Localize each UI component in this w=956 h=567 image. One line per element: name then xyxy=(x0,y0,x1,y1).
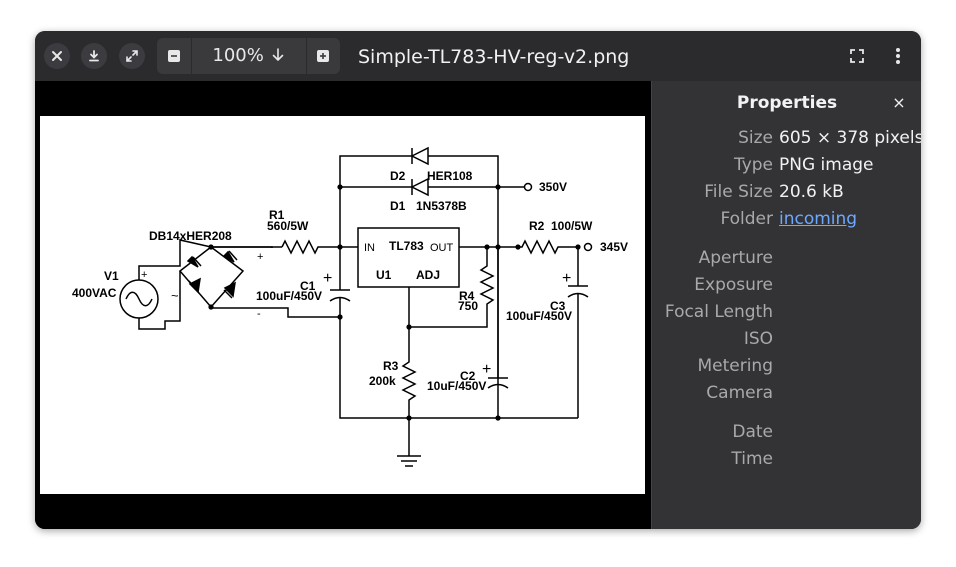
u1-part: TL783 xyxy=(389,239,424,253)
zoom-in-button[interactable] xyxy=(310,43,336,69)
folder-link[interactable]: incoming xyxy=(779,209,858,229)
r3-value: 200k xyxy=(369,374,396,388)
download-button[interactable] xyxy=(81,43,107,69)
properties-panel: Properties × Size 605 × 378 pixels Type … xyxy=(651,81,921,529)
prop-row-time: Time xyxy=(652,449,921,473)
v1-value: 400VAC xyxy=(72,286,117,300)
zoom-level-value: 100% xyxy=(212,45,264,66)
zoom-out-icon xyxy=(168,50,180,62)
zoom-divider xyxy=(306,38,307,74)
image-canvas[interactable]: DB14xHER208 V1 400VAC R1 560/5W C1 100uF… xyxy=(35,81,651,529)
c1-value: 100uF/450V xyxy=(256,289,322,303)
c3-plus: + xyxy=(562,270,571,287)
fullscreen-button[interactable] xyxy=(844,43,870,69)
prop-label-folder: Folder xyxy=(720,209,773,229)
bridge-plus: + xyxy=(257,251,263,263)
prop-label-iso: ISO xyxy=(743,329,773,349)
prop-row-iso: ISO xyxy=(652,329,921,353)
c2-label: C2 xyxy=(460,369,476,383)
file-name-title: Simple-TL783-HV-reg-v2.png xyxy=(358,46,630,68)
d2-value: HER108 xyxy=(427,169,473,183)
d2-label: D2 xyxy=(390,169,406,183)
prop-value-file-size: 20.6 kB xyxy=(779,182,844,202)
zoom-level[interactable]: 100% xyxy=(193,38,303,74)
c3-value: 100uF/450V xyxy=(506,309,572,323)
prop-label-file-size: File Size xyxy=(704,182,773,202)
v1-plus: + xyxy=(141,269,147,281)
r4-value: 750 xyxy=(458,299,478,313)
prop-label-size: Size xyxy=(738,128,773,148)
c2-value: 10uF/450V xyxy=(427,379,486,393)
prop-row-type: Type PNG image xyxy=(652,155,921,179)
prop-label-metering: Metering xyxy=(697,356,773,376)
prop-row-file-size: File Size 20.6 kB xyxy=(652,182,921,206)
properties-title: Properties xyxy=(736,93,838,113)
prop-row-camera: Camera xyxy=(652,383,921,407)
c1-label: C1 xyxy=(300,279,316,293)
c1-plus: + xyxy=(323,270,332,287)
u1-in: IN xyxy=(364,242,375,254)
u1-label: U1 xyxy=(376,268,392,282)
more-vert-icon xyxy=(896,48,900,64)
prop-row-aperture: Aperture xyxy=(652,248,921,272)
r2-label: R2 xyxy=(529,219,545,233)
bridge-minus: - xyxy=(257,308,261,320)
prop-row-metering: Metering xyxy=(652,356,921,380)
prop-value-type: PNG image xyxy=(779,155,874,175)
circuit-schematic: DB14xHER208 V1 400VAC R1 560/5W C1 100uF… xyxy=(72,146,628,467)
prop-label-aperture: Aperture xyxy=(698,248,773,268)
u1-out: OUT xyxy=(430,242,454,254)
zoom-in-icon xyxy=(317,50,329,62)
prop-value-size: 605 × 378 pixels xyxy=(779,128,921,148)
close-button[interactable] xyxy=(44,43,70,69)
r1-value: 560/5W xyxy=(267,219,309,233)
out2-value: 345V xyxy=(600,240,628,254)
prop-label-type: Type xyxy=(733,155,773,175)
bridge-tilde: ~ xyxy=(171,288,179,303)
close-icon xyxy=(52,51,62,61)
prop-label-exposure: Exposure xyxy=(694,275,773,295)
prop-row-date: Date xyxy=(652,422,921,446)
c2-plus: + xyxy=(482,361,491,378)
prop-row-exposure: Exposure xyxy=(652,275,921,299)
arrow-down-icon xyxy=(272,48,283,62)
image-viewer-window: 100% Simple-TL783-HV-reg-v2.png xyxy=(35,31,921,529)
toolbar: 100% Simple-TL783-HV-reg-v2.png xyxy=(35,31,921,81)
download-icon xyxy=(89,50,99,62)
r2-value: 100/5W xyxy=(551,219,593,233)
prop-label-camera: Camera xyxy=(706,383,773,403)
properties-close-button[interactable]: × xyxy=(890,94,908,112)
prop-row-folder: Folder incoming xyxy=(652,209,921,233)
zoom-control: 100% xyxy=(157,38,340,74)
expand-icon xyxy=(126,50,138,62)
close-icon: × xyxy=(892,93,906,112)
d1-label: D1 xyxy=(390,199,406,213)
prop-label-focal-length: Focal Length xyxy=(664,302,773,322)
r3-label: R3 xyxy=(383,359,399,373)
prop-row-focal-length: Focal Length xyxy=(652,302,921,326)
menu-button[interactable] xyxy=(885,43,911,69)
prop-label-time: Time xyxy=(731,449,773,469)
r1-label: R1 xyxy=(269,208,285,222)
r4-label: R4 xyxy=(459,289,475,303)
displayed-image: DB14xHER208 V1 400VAC R1 560/5W C1 100uF… xyxy=(40,116,645,494)
prop-row-size: Size 605 × 378 pixels xyxy=(652,128,921,152)
expand-button[interactable] xyxy=(119,43,145,69)
fullscreen-icon xyxy=(850,49,864,63)
prop-label-date: Date xyxy=(732,422,773,442)
v1-label: V1 xyxy=(104,269,119,283)
bridge-label: DB14xHER208 xyxy=(149,229,232,243)
d1-value: 1N5378B xyxy=(416,199,467,213)
out1-value: 350V xyxy=(539,180,567,194)
zoom-divider xyxy=(191,38,192,74)
c3-label: C3 xyxy=(550,299,566,313)
u1-adj: ADJ xyxy=(416,268,440,282)
zoom-out-button[interactable] xyxy=(161,43,187,69)
